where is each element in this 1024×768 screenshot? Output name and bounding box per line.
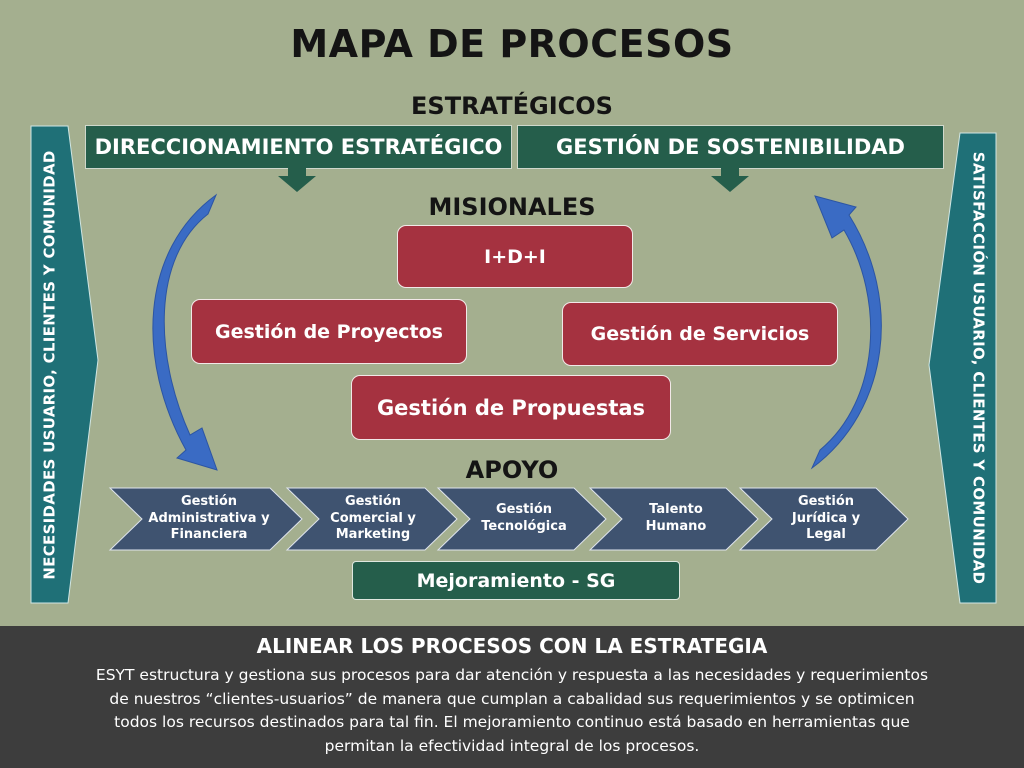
support-line: Gestión bbox=[180, 493, 238, 509]
footer-body: ESYT estructura y gestiona sus procesos … bbox=[95, 666, 929, 755]
left-curved-arrow-icon bbox=[152, 193, 218, 471]
support-line: Humano bbox=[645, 519, 707, 534]
chevron-2 bbox=[285, 487, 458, 551]
misional-label-idi: I+D+I bbox=[484, 245, 546, 268]
footer-title: ALINEAR LOS PROCESOS CON LA ESTRATEGIA bbox=[256, 634, 768, 658]
chevron-5 bbox=[738, 487, 909, 551]
down-arrow-right-icon bbox=[711, 168, 749, 192]
section-estrategicos-label: ESTRATÉGICOS bbox=[411, 92, 613, 120]
strategic-label-sostenibilidad: GESTIÓN DE SOSTENIBILIDAD bbox=[556, 135, 905, 159]
section-apoyo-label: APOYO bbox=[465, 456, 559, 484]
misional-box-propuestas: Gestión de Propuestas bbox=[351, 375, 671, 440]
flow-arrows bbox=[152, 168, 882, 471]
misional-box-servicios: Gestión de Servicios bbox=[562, 302, 838, 366]
chevron-4 bbox=[588, 487, 759, 551]
strategic-label-direccionamiento: DIRECCIONAMIENTO ESTRATÉGICO bbox=[94, 135, 503, 159]
strategic-box-direccionamiento: DIRECCIONAMIENTO ESTRATÉGICO bbox=[85, 125, 512, 169]
support-line: Comercial y bbox=[330, 510, 416, 526]
support-line: Marketing bbox=[335, 527, 411, 543]
section-misionales-label: MISIONALES bbox=[428, 193, 596, 221]
chevron-3 bbox=[436, 487, 607, 551]
side-arrows bbox=[30, 125, 997, 604]
left-side-arrow bbox=[30, 125, 99, 604]
support-line: Tecnológica bbox=[481, 519, 567, 534]
misional-box-idi: I+D+I bbox=[397, 225, 633, 288]
chevron-1 bbox=[108, 487, 303, 551]
misional-label-servicios: Gestión de Servicios bbox=[590, 323, 810, 345]
misional-box-proyectos: Gestión de Proyectos bbox=[191, 299, 467, 364]
page-title: MAPA DE PROCESOS bbox=[290, 22, 734, 66]
support-line: Gestión bbox=[797, 493, 855, 509]
support-line: Legal bbox=[806, 527, 846, 543]
support-line: Financiera bbox=[170, 527, 248, 543]
support-line: Gestión bbox=[495, 502, 553, 518]
support-chevrons bbox=[108, 487, 909, 551]
strategic-box-sostenibilidad: GESTIÓN DE SOSTENIBILIDAD bbox=[517, 125, 944, 169]
misional-label-proyectos: Gestión de Proyectos bbox=[214, 320, 443, 343]
support-line: Gestión bbox=[344, 493, 402, 509]
support-line: Talento bbox=[649, 502, 703, 518]
mejoramiento-box: Mejoramiento - SG bbox=[352, 561, 680, 600]
down-arrow-left-icon bbox=[278, 168, 316, 192]
right-curved-arrow-icon bbox=[810, 195, 882, 470]
right-side-arrow bbox=[928, 132, 997, 604]
support-line: Administrativa y bbox=[148, 510, 270, 526]
misional-label-propuestas: Gestión de Propuestas bbox=[376, 395, 646, 420]
mejoramiento-label: Mejoramiento - SG bbox=[416, 569, 616, 592]
support-line: Jurídica y bbox=[791, 510, 861, 526]
footer-panel bbox=[0, 626, 1024, 768]
